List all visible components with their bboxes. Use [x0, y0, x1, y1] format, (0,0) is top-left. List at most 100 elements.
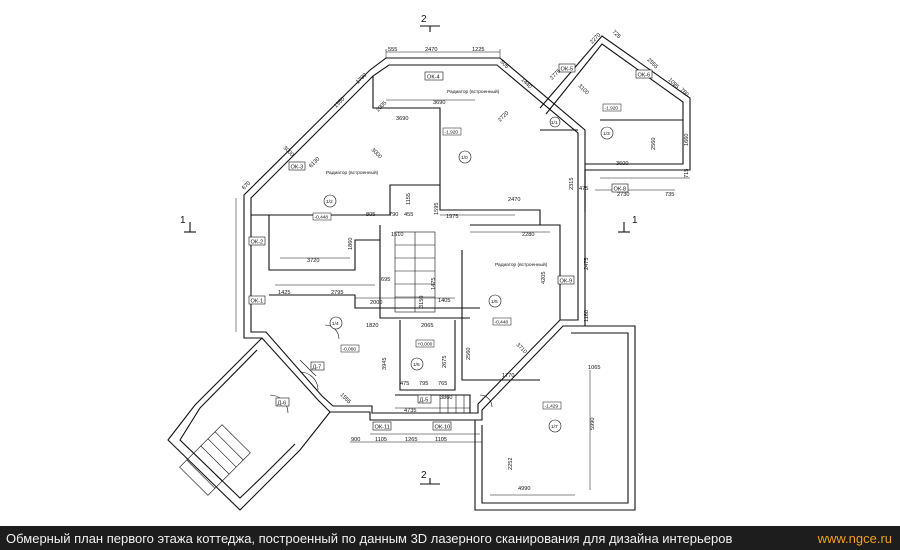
- window-door-tags: ОК-4 ОК-5 ОК-6 ОК-3 ОК-2 ОК-1 ОК-8 ОК-9 …: [248, 63, 653, 431]
- window-tag: ОК-8: [614, 187, 627, 193]
- level-mark: +0,000: [418, 342, 433, 348]
- window-tag: ОК-1: [251, 299, 264, 305]
- dim-text: 765: [438, 381, 447, 387]
- room-number: 1/0: [461, 155, 468, 161]
- dim-text: 2000: [370, 300, 382, 306]
- room-number: 1/6: [413, 362, 420, 368]
- dim-text: 1595: [434, 203, 440, 215]
- room-number: 1/7: [551, 424, 558, 430]
- level-mark: -0,448: [315, 215, 329, 221]
- dim-text: 2252: [508, 458, 514, 470]
- dim-text: 505: [499, 59, 510, 70]
- dim-text: 3600: [616, 161, 628, 167]
- caption-text: Обмерный план первого этажа коттеджа, по…: [6, 530, 733, 546]
- dim-text: 1975: [446, 214, 458, 220]
- dim-text: 4990: [518, 486, 530, 492]
- dim-text: 1160: [584, 310, 590, 322]
- dim-text: 455: [404, 212, 413, 218]
- room-number: 1/1: [551, 120, 558, 126]
- dim-text: 2560: [466, 348, 472, 360]
- window-tag: ОК-9: [560, 279, 573, 285]
- dim-text: 3690: [433, 100, 445, 106]
- room-number: 1/5: [491, 299, 498, 305]
- window-tag: ОК-11: [375, 425, 390, 431]
- dim-text: 3690: [396, 116, 408, 122]
- radiator-note: Радиатор (встроенный): [326, 169, 379, 176]
- dim-text: 2675: [442, 356, 448, 368]
- dim-text: 1440: [520, 77, 533, 90]
- window-tag: ОК-6: [638, 73, 651, 79]
- dim-text: 2475: [584, 258, 590, 270]
- section-markers: 1 1 2 2: [180, 14, 638, 485]
- radiator-note: Радиатор (встроенный): [495, 261, 548, 268]
- stairs: [179, 231, 465, 496]
- section-label: 2: [421, 14, 427, 25]
- dim-text: 3720: [307, 258, 319, 264]
- door-tag: Д-5: [420, 398, 429, 404]
- window-tag: ОК-10: [435, 425, 451, 431]
- door-tag: Д-7: [313, 365, 322, 371]
- dim-text: 2065: [421, 323, 433, 329]
- dim-text: 3710: [515, 342, 528, 355]
- dim-text: 1820: [366, 323, 378, 329]
- dim-text: 1510: [391, 232, 403, 238]
- section-label: 1: [180, 215, 186, 226]
- door-swings: [269, 324, 493, 414]
- section-label: 2: [421, 470, 427, 481]
- dim-text: 725: [611, 29, 622, 40]
- dim-text: 3945: [382, 358, 388, 370]
- window-tag: ОК-5: [561, 67, 574, 73]
- dim-text: 1660: [684, 134, 690, 146]
- dim-text: 1405: [438, 298, 450, 304]
- room-number: 1/2: [326, 199, 333, 205]
- dim-text: 1550: [333, 96, 346, 109]
- caption-bar: Обмерный план первого этажа коттеджа, по…: [0, 526, 900, 550]
- room-numbers: 1/0 1/2 1/3 1/5 1/6 1/7 1/4 1/1: [323, 116, 614, 433]
- door-tag: Д-6: [278, 401, 287, 407]
- dim-text: 3860: [440, 395, 452, 401]
- room-number: 1/3: [603, 131, 610, 137]
- dim-text: 1770: [502, 373, 514, 379]
- dim-text: 3000: [370, 147, 383, 160]
- dim-text: 2005: [375, 100, 388, 113]
- outer-walls: [167, 35, 691, 511]
- dim-text: 1105: [435, 437, 447, 443]
- dim-text: 805: [366, 212, 375, 218]
- dim-text: 6130: [308, 156, 321, 169]
- dim-text: 1860: [348, 238, 354, 250]
- dim-text: 670: [241, 181, 252, 192]
- level-mark: -1,429: [545, 404, 559, 410]
- dim-text: 2720: [497, 110, 510, 123]
- window-tag: ОК-3: [291, 165, 304, 171]
- dim-text: 1105: [375, 437, 387, 443]
- dim-text: 3100: [577, 83, 590, 96]
- section-label: 1: [632, 215, 638, 226]
- room-number: 1/4: [332, 321, 339, 327]
- level-marks: -1,920 -1,920 -0,448 -0,448 +0,000 -0,00…: [312, 103, 622, 410]
- floor-plan-drawing: 1 1 2 2 ОК-4 ОК-5 ОК-6 ОК-3 ОК-2 ОК-1 ОК…: [167, 14, 691, 511]
- dim-text: 695: [381, 277, 390, 283]
- dim-text: 735: [665, 192, 674, 198]
- dimension-lines: [235, 49, 690, 496]
- radiator-notes: Радиатор (встроенный) Радиатор (встроенн…: [326, 88, 548, 268]
- dim-text: 795: [419, 381, 428, 387]
- level-mark: -1,920: [605, 106, 619, 112]
- dim-text: 475: [400, 381, 409, 387]
- dim-text: 1425: [278, 290, 290, 296]
- dim-text: 900: [351, 437, 360, 443]
- site-link[interactable]: www.ngce.ru: [817, 530, 892, 546]
- dim-text: 790: [389, 212, 398, 218]
- window-tag: ОК-4: [427, 75, 440, 81]
- interior-walls: [251, 76, 683, 413]
- dim-text: 715: [684, 169, 690, 178]
- dim-text: 1225: [472, 47, 484, 53]
- dim-text: 2795: [331, 290, 343, 296]
- level-mark: -1,920: [445, 130, 459, 136]
- dim-text: 5990: [590, 418, 596, 430]
- dim-text: 2560: [651, 138, 657, 150]
- dim-text: 555: [388, 47, 397, 53]
- dim-text: 1475: [431, 278, 437, 290]
- dim-text: 4205: [541, 272, 547, 284]
- dim-text: 1155: [406, 193, 412, 205]
- dim-text: 1265: [405, 437, 417, 443]
